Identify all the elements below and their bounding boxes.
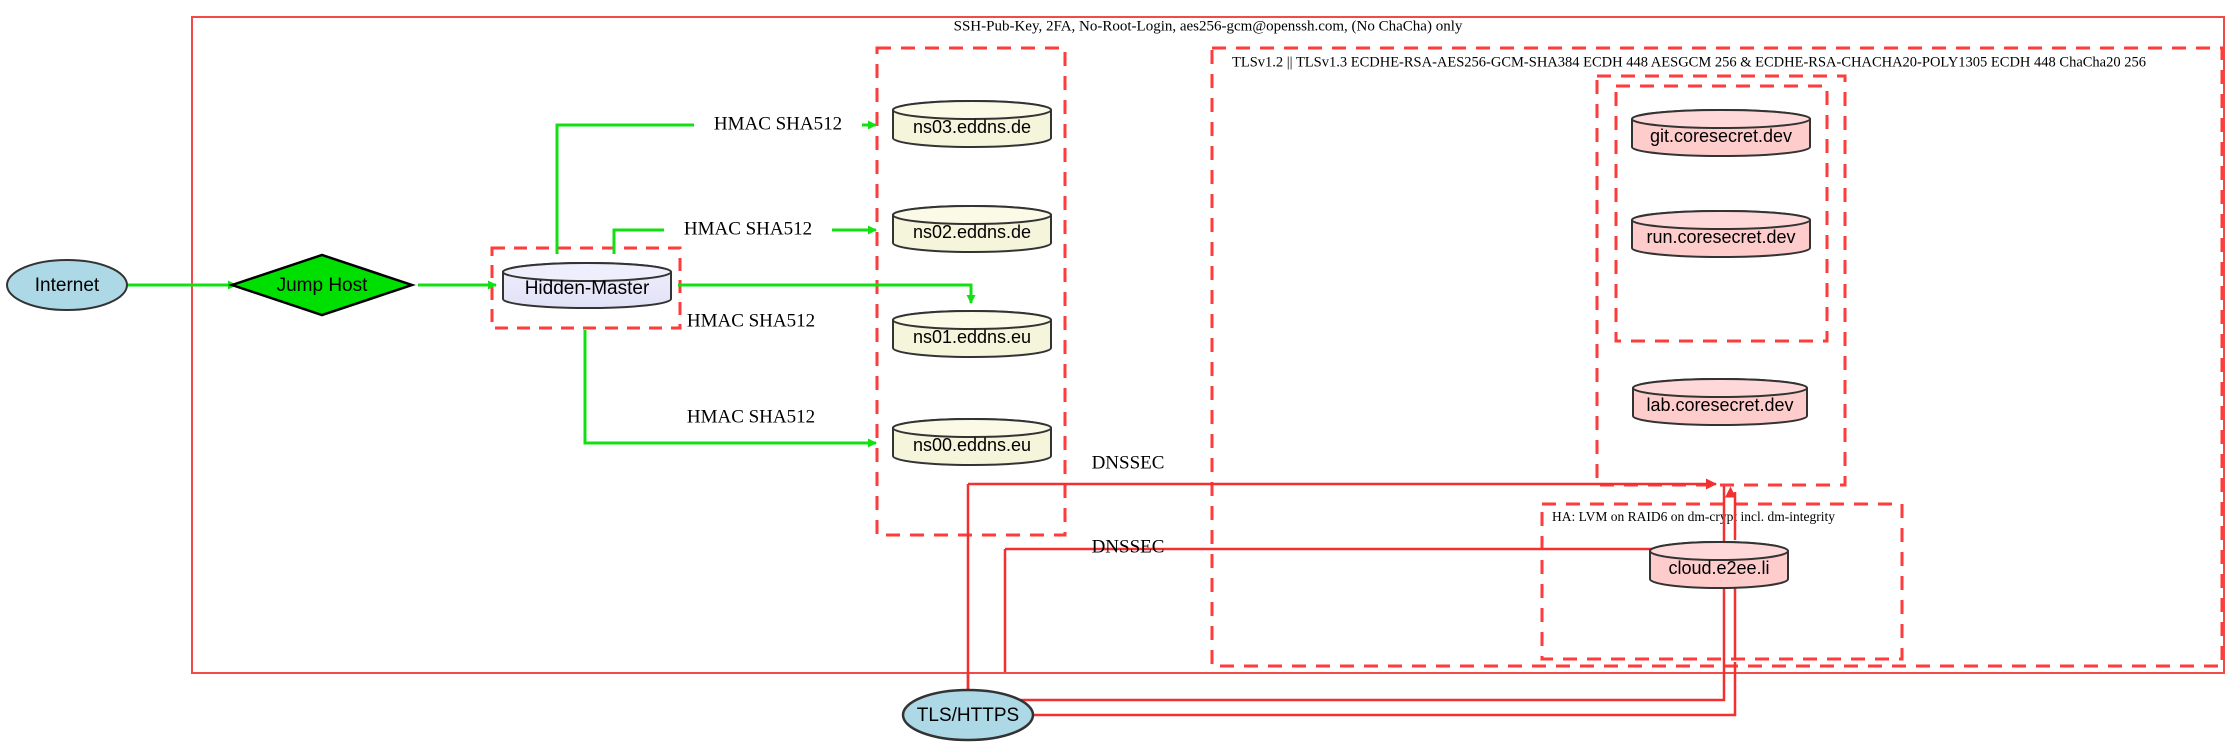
node-internet[interactable]: Internet [6,259,128,311]
lab-cylinder-top [1632,378,1808,398]
ns01-label: ns01.eddns.eu [913,327,1031,347]
edge-hiddenmaster-to-ns01 [678,283,976,304]
coresecret-inner-zone-box [1614,84,1829,343]
node-cloud-e2ee[interactable]: cloud.e2ee.li [1649,541,1789,589]
node-jump-host[interactable]: Jump Host [228,253,416,317]
internet-ellipse [6,259,128,311]
edge-dnssec-upper [966,484,1726,702]
tls-policy-label: TLSv1.2 || TLSv1.3 ECDHE-RSA-AES256-GCM-… [1232,54,2146,70]
hidden-master-cylinder-top [502,262,672,282]
ha-zone-box [1540,502,1904,661]
ha-policy-label: HA: LVM on RAID6 on dm-crypt incl. dm-in… [1552,509,1835,524]
hmac-label-group-1: HMAC SHA512 [664,218,832,241]
ns02-label: ns02.eddns.de [913,222,1031,242]
node-lab-coresecret[interactable]: lab.coresecret.dev [1632,378,1808,426]
node-hidden-master[interactable]: Hidden-Master [502,262,672,309]
hmac-label-ns01: HMAC SHA512 [687,310,815,331]
hmac-label-ns02: HMAC SHA512 [684,218,812,239]
dnssec-label-upper: DNSSEC [1092,452,1165,473]
node-run-coresecret[interactable]: run.coresecret.dev [1631,210,1811,258]
cloud-label: cloud.e2ee.li [1668,558,1769,578]
jump-host-diamond [228,253,416,317]
node-tls-https[interactable]: TLS/HTTPS [901,688,1035,742]
hmac-label-ns00: HMAC SHA512 [687,406,815,427]
tls-https-ellipse [901,688,1035,742]
dnssec-label-lower: DNSSEC [1092,536,1165,557]
ns03-label: ns03.eddns.de [913,117,1031,137]
lab-label: lab.coresecret.dev [1646,395,1793,415]
internet-label: Internet [35,275,100,296]
node-ns01[interactable]: ns01.eddns.eu [892,310,1052,358]
ssh-policy-label: SSH-Pub-Key, 2FA, No-Root-Login, aes256-… [954,18,1463,34]
tls-https-label: TLS/HTTPS [917,705,1019,726]
cloud-cylinder-top [1649,541,1789,561]
ns03-cylinder-top [892,100,1052,120]
jump-host-label: Jump Host [277,275,369,296]
dns-zone-box [875,46,1067,537]
edge-hiddenmaster-to-ns00 [583,330,877,448]
ns01-cylinder-top [892,310,1052,330]
hmac-label-group-0: HMAC SHA512 [694,113,862,136]
node-ns00[interactable]: ns00.eddns.eu [892,418,1052,466]
coresecret-zone-box [1595,74,1847,487]
tls-boundary-box [1210,46,2224,668]
git-cylinder-top [1631,109,1811,129]
ns00-label: ns00.eddns.eu [913,435,1031,455]
node-ns02[interactable]: ns02.eddns.de [892,205,1052,253]
run-cylinder-top [1631,210,1811,230]
ns02-cylinder-top [892,205,1052,225]
ns00-cylinder-top [892,418,1052,438]
node-ns03[interactable]: ns03.eddns.de [892,100,1052,148]
git-label: git.coresecret.dev [1650,126,1792,146]
edge-tlshttps-right [1032,662,1737,717]
run-label: run.coresecret.dev [1646,227,1795,247]
node-git-coresecret[interactable]: git.coresecret.dev [1631,109,1811,157]
ssh-boundary-box [191,16,2225,674]
hmac-label-ns03: HMAC SHA512 [714,113,842,134]
hidden-master-label: Hidden-Master [525,278,650,299]
